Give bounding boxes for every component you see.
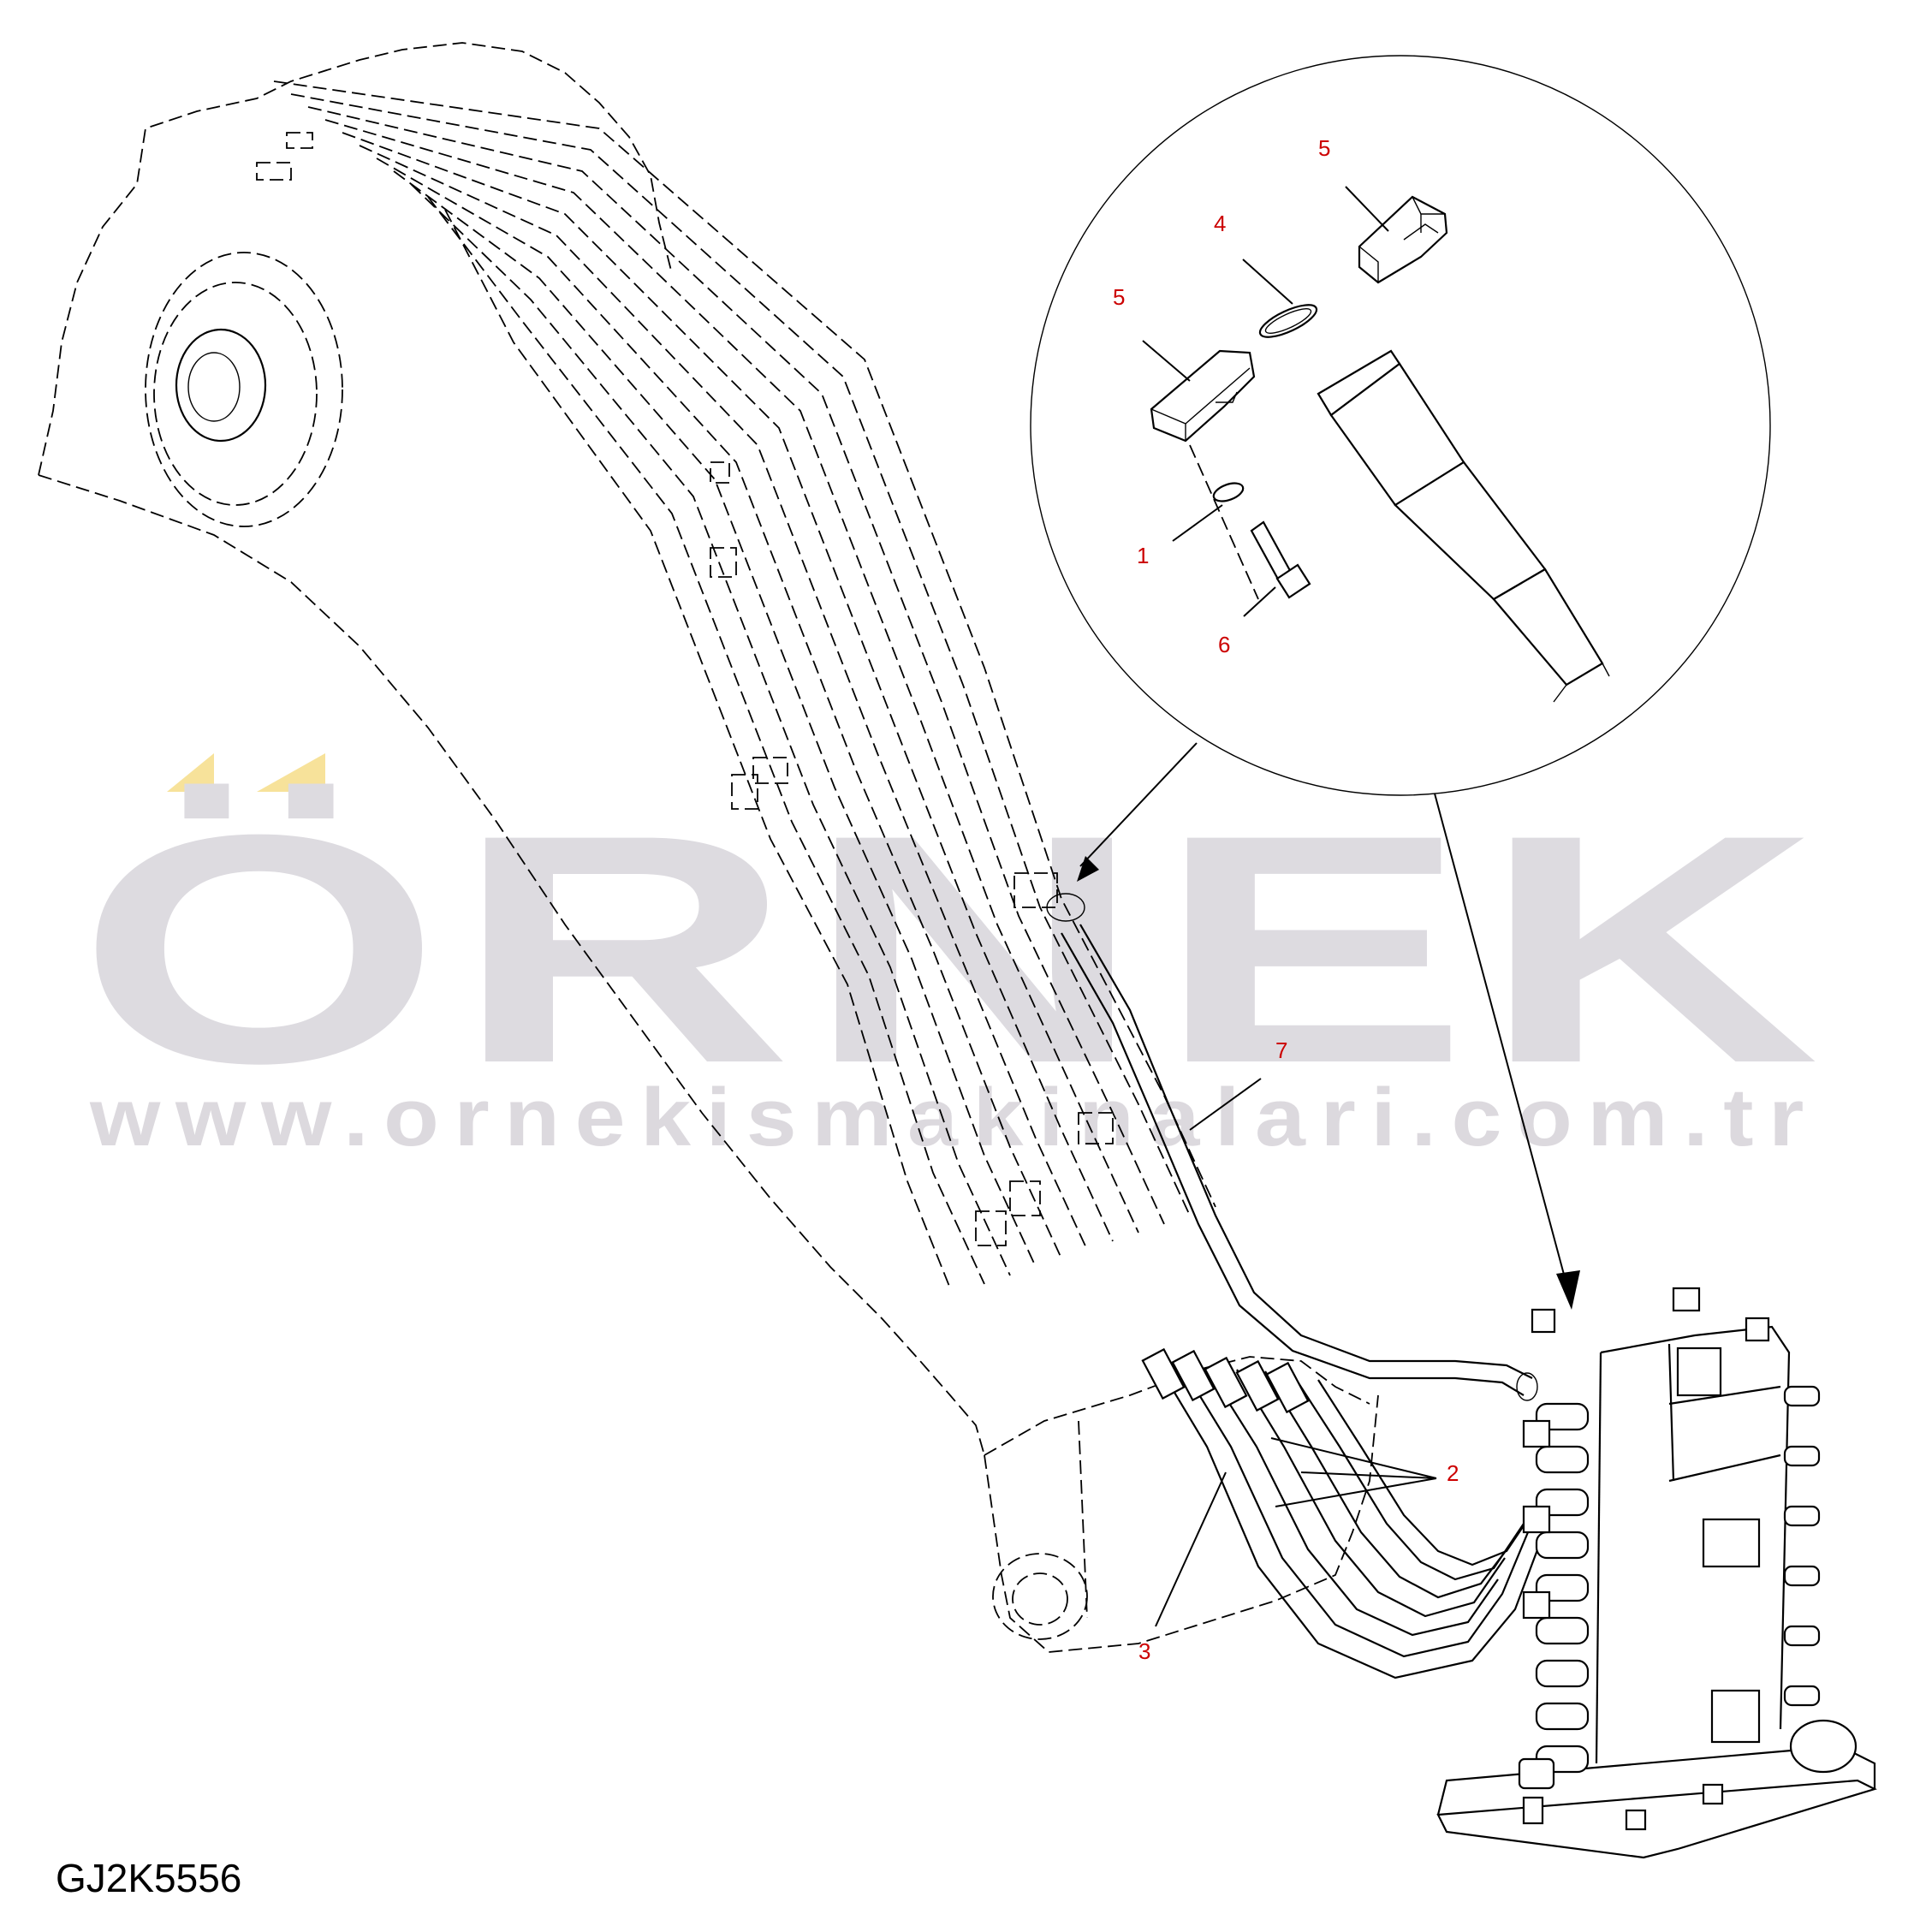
callout-3: 3 [1138, 1638, 1150, 1664]
callout-labels: 1 2 3 4 5 5 6 7 [1113, 135, 1459, 1664]
callout-7: 7 [1275, 1037, 1287, 1063]
bolt [1250, 520, 1311, 599]
detail-bubble [1030, 55, 1771, 796]
callout-2: 2 [1447, 1460, 1459, 1486]
callout-4: 4 [1214, 211, 1226, 236]
o-ring [1258, 304, 1318, 338]
detail-arrows [1077, 742, 1580, 1310]
valve-spools [1535, 1385, 1821, 1774]
watermark-url: www.ornekismakinalari.com.tr [89, 1072, 1819, 1163]
arrow-head-left [1077, 856, 1099, 882]
arrow-head-right [1556, 1270, 1580, 1310]
callout-6: 6 [1218, 632, 1230, 657]
callout-5-upper: 5 [1318, 135, 1330, 161]
hose-routing [1046, 893, 1542, 1679]
washer [1212, 482, 1245, 502]
callout-1: 1 [1137, 543, 1149, 568]
watermark: ÖRNEK www.ornekismakinalari.com.tr [77, 753, 1832, 1163]
watermark-umlaut-right [257, 753, 325, 792]
control-valve [1436, 1287, 1877, 1859]
callout-5-lower: 5 [1113, 284, 1125, 310]
hose-fitting [1317, 349, 1610, 703]
split-flange-upper [1358, 195, 1448, 284]
watermark-brand: ÖRNEK [77, 767, 1832, 1131]
split-flange-lower [1150, 349, 1256, 443]
watermark-umlaut-left [167, 753, 214, 792]
drawing-code: GJ2K5556 [56, 1856, 241, 1900]
